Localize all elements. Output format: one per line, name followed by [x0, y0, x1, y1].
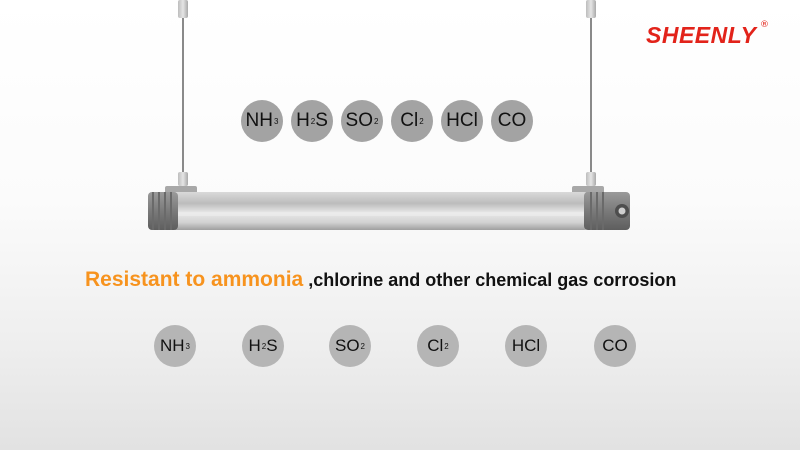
gas-chip-co: CO	[491, 100, 533, 142]
gas-chip-co: CO	[594, 325, 636, 367]
wire-clip-right-top	[586, 0, 596, 18]
gas-chip-hcl: HCl	[441, 100, 483, 142]
registered-mark: ®	[760, 20, 769, 30]
wire-clip-left-top	[178, 0, 188, 18]
brand-logo: SHEENLY	[646, 22, 757, 48]
wire-clip-left-bottom	[178, 172, 188, 186]
suspension-wire-left	[182, 12, 184, 192]
suspension-wire-right	[590, 12, 592, 192]
gas-chip-hcl: HCl	[505, 325, 547, 367]
wire-clip-right-bottom	[586, 172, 596, 186]
headline-highlight: Resistant to ammonia	[85, 268, 304, 291]
headline-rest: ,chlorine and other chemical gas corrosi…	[303, 270, 677, 290]
headline: Resistant to ammonia ,chlorine and other…	[85, 268, 676, 292]
